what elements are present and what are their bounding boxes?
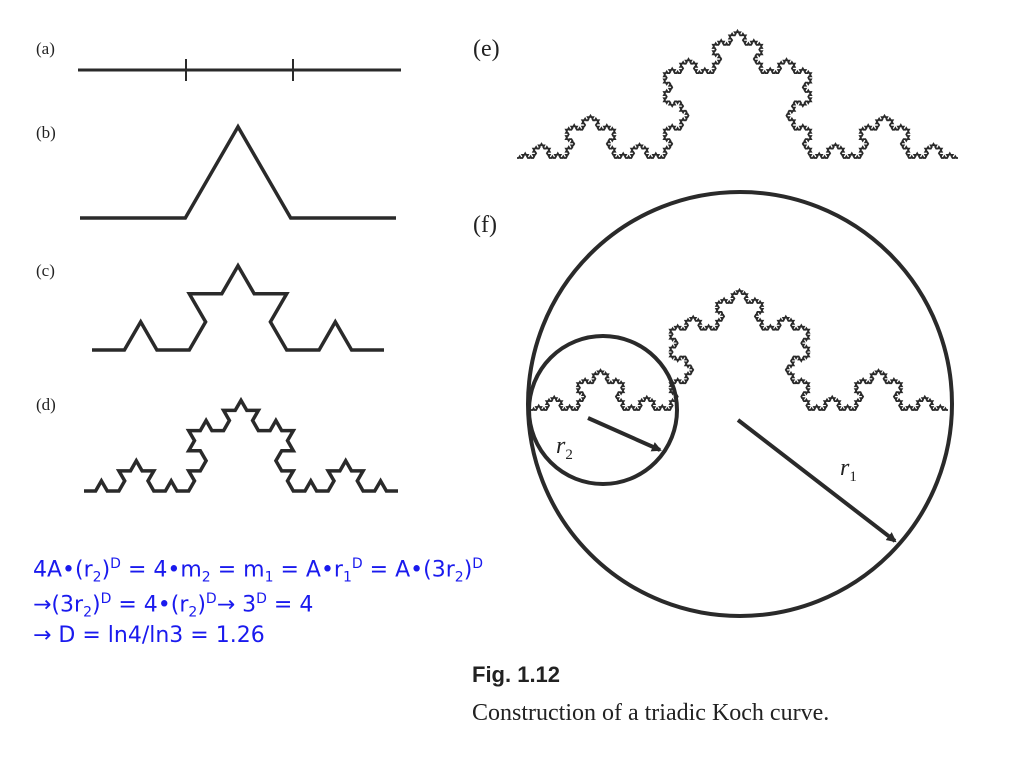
- figure-caption: Construction of a triadic Koch curve.: [472, 700, 830, 726]
- r2-label: r2: [556, 433, 573, 463]
- inner-circle: [527, 334, 679, 486]
- r2-arrow: [587, 416, 662, 452]
- koch-iteration-0: [78, 59, 401, 81]
- panel-label-a: (a): [36, 39, 55, 58]
- outer-circle: [526, 190, 954, 618]
- panel-label-b: (b): [36, 123, 56, 142]
- koch-iteration-2: [92, 262, 384, 352]
- equation-line-1: 4A•(r2)D = 4•m2 = m1 = A•r1D = A•(3r2)D: [33, 556, 484, 586]
- figure-number: Fig. 1.12: [472, 662, 561, 687]
- koch-iteration-1: [80, 123, 396, 220]
- panel-label-f: (f): [473, 212, 497, 238]
- r1-label: r1: [840, 455, 857, 485]
- panel-label-c: (c): [36, 261, 55, 280]
- koch-iteration-3: [84, 396, 398, 493]
- panel-label-d: (d): [36, 395, 56, 414]
- r1-arrow: [736, 418, 897, 543]
- equation-line-2: →(3r2)D = 4•(r2)D→ 3D = 4: [33, 591, 314, 621]
- koch-curve-in-circle: [531, 287, 948, 411]
- panel-label-e: (e): [473, 36, 500, 62]
- equation-line-3: → D = ln4/ln3 = 1.26: [33, 623, 265, 648]
- koch-iteration-5: [517, 28, 958, 159]
